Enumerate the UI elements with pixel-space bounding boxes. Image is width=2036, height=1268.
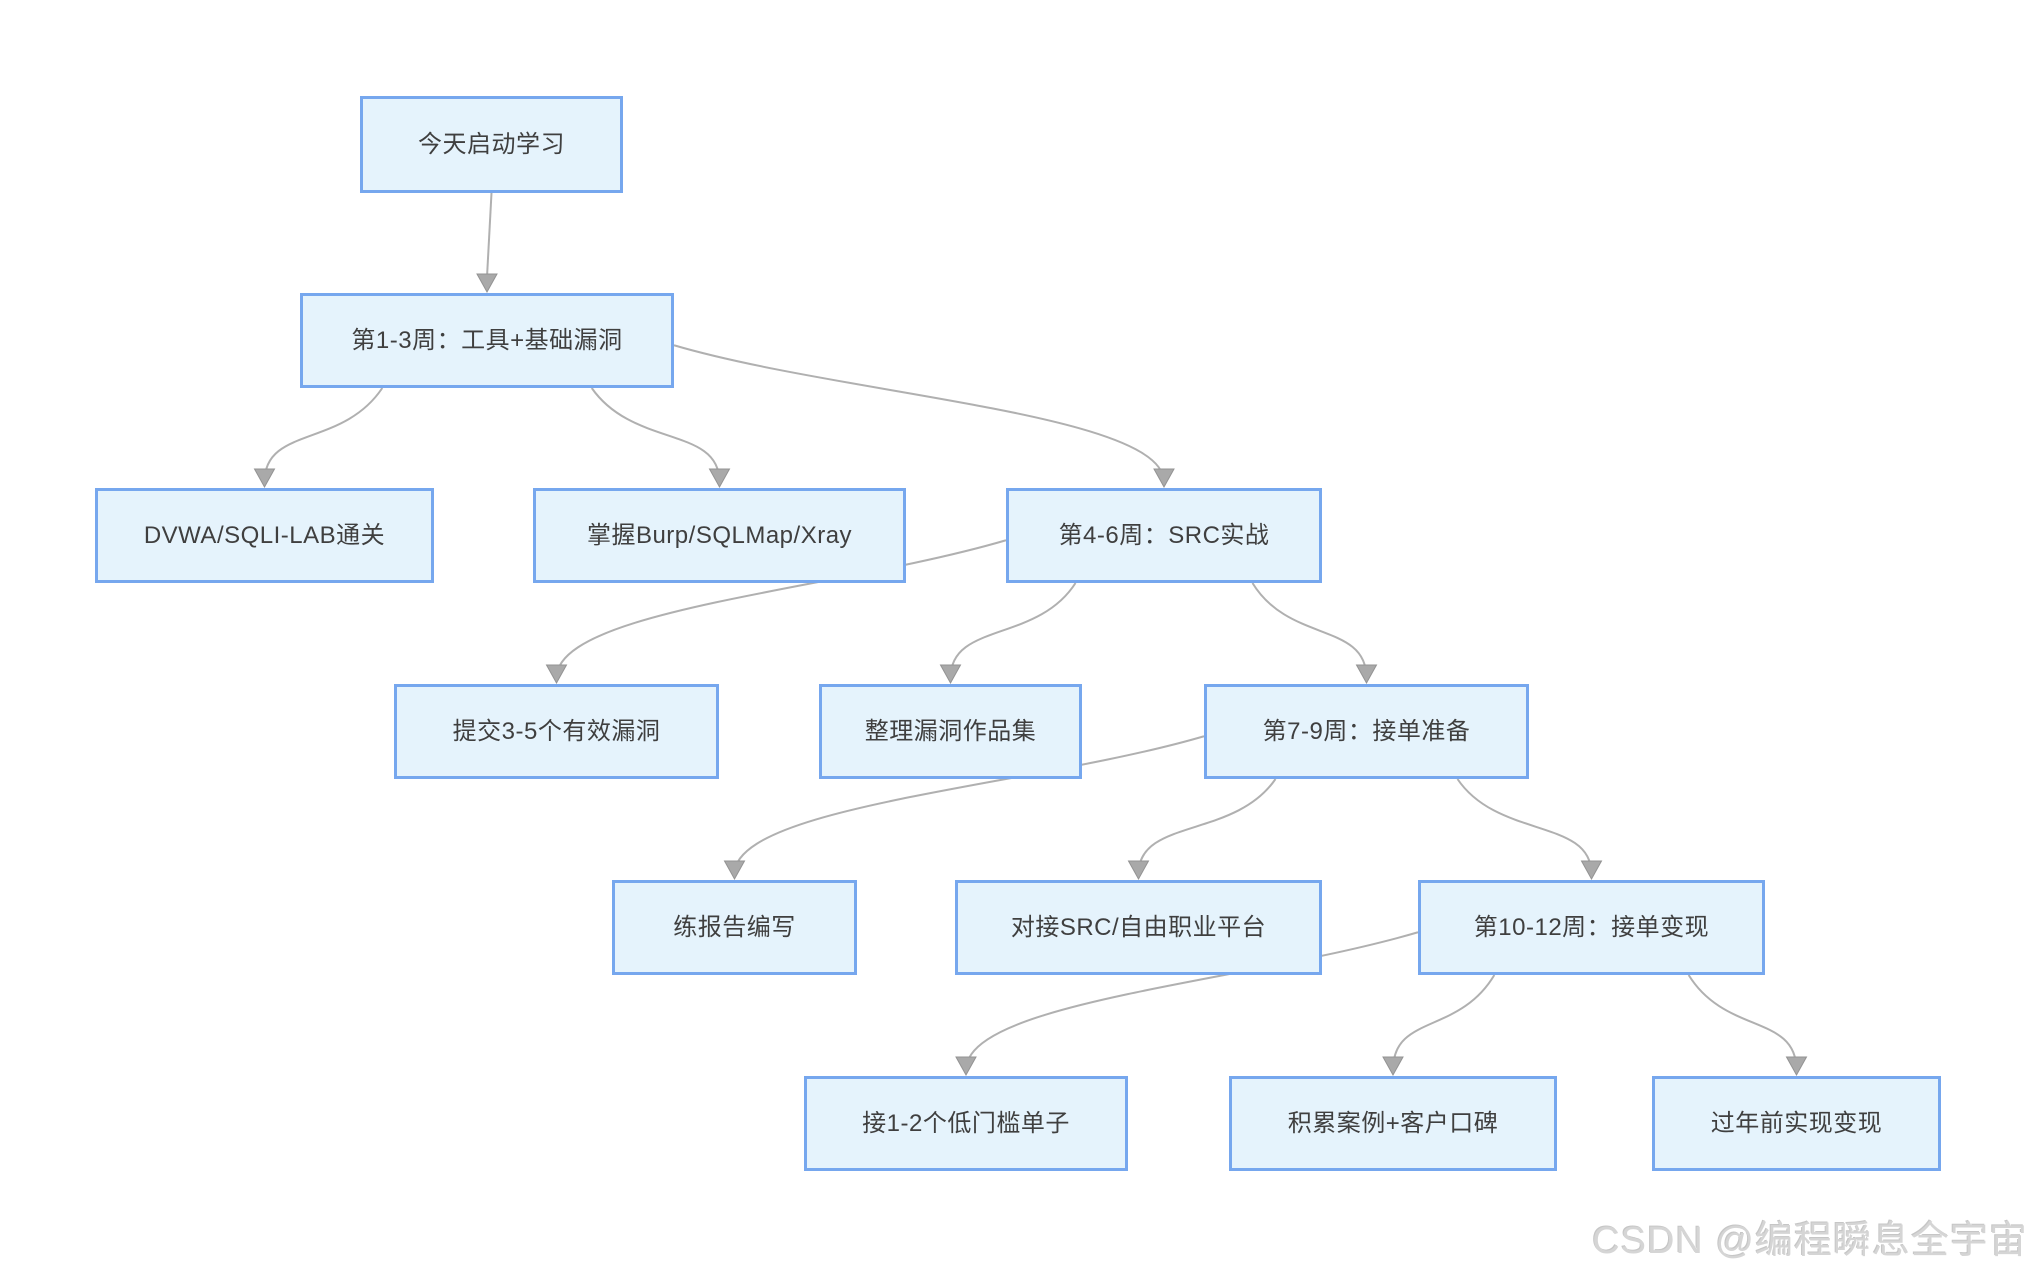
flow-node-start: 今天启动学习 [360,96,623,193]
flow-node-report: 练报告编写 [612,880,857,975]
edge-line [673,344,1165,483]
edge-arrowhead-icon [253,468,276,489]
flow-node-burp: 掌握Burp/SQLMap/Xray [533,488,906,583]
edge-arrowhead-icon [723,860,746,881]
edge-arrowhead-icon [1153,468,1175,489]
edge-line [263,387,384,483]
edge-arrowhead-icon [708,468,731,489]
edge-arrowhead-icon [1355,664,1378,685]
edge-line [1392,974,1496,1071]
flow-node-order: 接1-2个低门槛单子 [804,1076,1128,1171]
flow-node-w46: 第4-6周：SRC实战 [1006,488,1322,583]
edge-line [1687,974,1798,1071]
edge-arrowhead-icon [1785,1056,1808,1077]
flow-node-w13: 第1-3周：工具+基础漏洞 [300,293,674,388]
flow-node-w1012: 第10-12周：接单变现 [1418,880,1765,975]
edge-arrowhead-icon [1580,860,1603,881]
edge-arrowhead-icon [939,664,962,685]
edge-arrowhead-icon [955,1056,977,1077]
flow-node-monetize: 过年前实现变现 [1652,1076,1941,1171]
edge-line [1456,778,1593,875]
edge-line [1251,582,1368,679]
flow-node-submit: 提交3-5个有效漏洞 [394,684,719,779]
flow-node-portfolio: 整理漏洞作品集 [819,684,1082,779]
flow-node-srcplat: 对接SRC/自由职业平台 [955,880,1322,975]
flow-node-w79: 第7-9周：接单准备 [1204,684,1529,779]
edge-line [486,192,493,278]
edge-arrowhead-icon [476,273,498,294]
edge-arrowhead-icon [1127,860,1150,881]
edge-line [590,387,721,483]
edge-arrowhead-icon [1382,1056,1404,1077]
flow-node-cases: 积累案例+客户口碑 [1229,1076,1557,1171]
edge-line [949,582,1077,679]
edge-line [1137,778,1277,875]
flow-node-dvwa: DVWA/SQLI-LAB通关 [95,488,434,583]
edge-arrowhead-icon [545,664,568,685]
csdn-watermark: CSDN @编程瞬息全宇宙 [1592,1220,2028,1262]
